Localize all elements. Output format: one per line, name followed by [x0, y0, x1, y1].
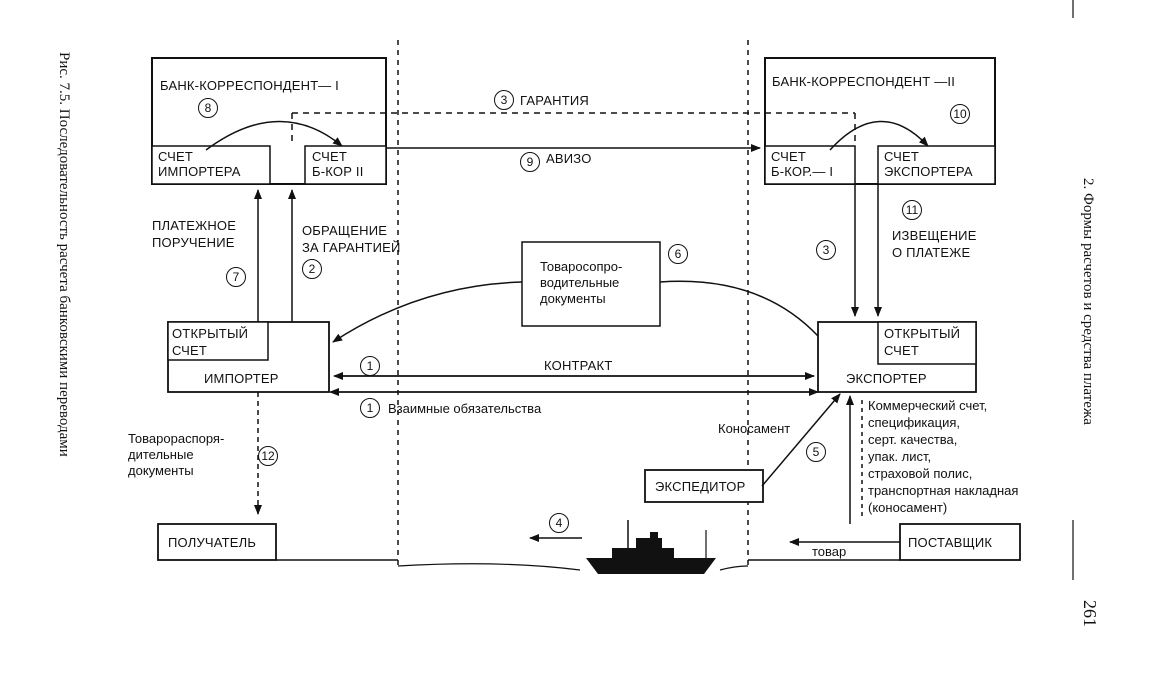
acc-importer-label-2: ИМПОРТЕРА — [158, 164, 241, 179]
acc-importer-label-1: СЧЕТ — [158, 149, 194, 164]
bank2-title: БАНК-КОРРЕСПОНДЕНТ —II — [772, 74, 956, 89]
docs-label-2: водительные — [540, 275, 620, 290]
importer-label: ИМПОРТЕР — [204, 371, 279, 386]
forwarder-box — [644, 469, 764, 503]
payment-order-label-2: ПОРУЧЕНИЕ — [152, 235, 235, 250]
dist-docs-label-2: дительные — [128, 447, 194, 462]
step-1-marker-mutual: 1 — [360, 398, 380, 418]
step-10-marker: 10 — [950, 104, 970, 124]
exporter-label: ЭКСПОРТЕР — [846, 371, 927, 386]
goods-label: товар — [812, 544, 847, 559]
docs-list-item-3: серт. качества, — [868, 432, 958, 447]
figure-caption: Рис. 7.5. Последовательность расчета бан… — [56, 52, 72, 457]
acc-bkor2-label-2: Б-КОР II — [312, 164, 364, 179]
acc-exporter-label-2: ЭКСПОРТЕРА — [884, 164, 973, 179]
recipient-box — [157, 523, 277, 561]
bill-lading-label: Коносамент — [718, 421, 791, 436]
acc-bkor2-box — [304, 145, 387, 185]
open-acc-imp-box — [167, 321, 269, 361]
request-label-2: ЗА ГАРАНТИЕЙ — [302, 240, 401, 255]
acc-bkor2-label-1: СЧЕТ — [312, 149, 348, 164]
step-8-marker: 8 — [198, 98, 218, 118]
docs-list-item-4: упак. лист, — [868, 449, 932, 464]
contract-label: КОНТРАКТ — [544, 358, 613, 373]
bill-lading-arrow — [761, 393, 841, 487]
page-number: 261 — [1080, 600, 1100, 627]
supplier-box — [899, 523, 1021, 561]
ship-icon — [397, 520, 749, 574]
step-3-marker-top: 3 — [494, 90, 514, 110]
open-acc-imp-label-1: ОТКРЫТЫЙ — [172, 326, 249, 341]
docs-label-1: Товаросопро- — [540, 259, 623, 274]
open-acc-imp-label-2: СЧЕТ — [172, 343, 208, 358]
acc-bkor1-label-1: СЧЕТ — [771, 149, 807, 164]
docs-list-item-5: страховой полис, — [868, 466, 973, 481]
request-label-1: ОБРАЩЕНИЕ — [302, 223, 388, 238]
chapter-header: 2. Формы расчетов и средства платежа — [1080, 178, 1096, 425]
docs-list-item-2: спецификация, — [868, 415, 960, 430]
aviso-label: АВИЗО — [546, 151, 592, 166]
docs-list-item-6: транспортная накладная — [868, 483, 1019, 498]
step-11-marker: 11 — [902, 200, 922, 220]
docs-box — [521, 241, 661, 327]
acc-bkor1-box — [764, 145, 856, 185]
notice-label-1: ИЗВЕЩЕНИЕ — [892, 228, 977, 243]
acc-exporter-label-1: СЧЕТ — [884, 149, 920, 164]
arrow-bank2-internal — [829, 120, 929, 151]
open-acc-exp-label-2: СЧЕТ — [884, 343, 920, 358]
step-1-marker-contract: 1 — [360, 356, 380, 376]
docs-arc-right — [659, 280, 819, 337]
step-4-marker: 4 — [549, 513, 569, 533]
step-2-marker: 2 — [302, 259, 322, 279]
recipient-label: ПОЛУЧАТЕЛЬ — [168, 535, 257, 550]
docs-label-3: документы — [540, 291, 606, 306]
dist-docs-label-3: документы — [128, 463, 194, 478]
step-9-marker: 9 — [520, 152, 540, 172]
forwarder-label: ЭКСПЕДИТОР — [655, 479, 746, 494]
dist-docs-label-1: Товарораспоря- — [128, 431, 225, 446]
open-acc-exp-box — [877, 321, 977, 365]
notice-label-2: О ПЛАТЕЖЕ — [892, 245, 971, 260]
step-6-marker: 6 — [668, 244, 688, 264]
acc-exporter-box — [877, 145, 996, 185]
arrow-bank1-internal — [205, 120, 343, 151]
step-12-marker: 12 — [258, 446, 278, 466]
step-3-marker-right: 3 — [816, 240, 836, 260]
acc-importer-box — [151, 145, 271, 185]
acc-bkor1-label-2: Б-КОР.— I — [771, 164, 834, 179]
step-5-marker: 5 — [806, 442, 826, 462]
docs-list-item-7: (коносамент) — [868, 500, 948, 515]
payment-order-label-1: ПЛАТЕЖНОЕ — [152, 218, 237, 233]
supplier-label: ПОСТАВЩИК — [908, 535, 993, 550]
bank1-title: БАНК-КОРРЕСПОНДЕНТ— I — [160, 78, 339, 93]
docs-arc-left — [332, 281, 523, 343]
mutual-label: Взаимные обязательства — [388, 401, 542, 416]
docs-list-item-1: Коммерческий счет, — [868, 398, 988, 413]
open-acc-exp-label-1: ОТКРЫТЫЙ — [884, 326, 961, 341]
guarantee-label: ГАРАНТИЯ — [520, 93, 589, 108]
step-7-marker: 7 — [226, 267, 246, 287]
